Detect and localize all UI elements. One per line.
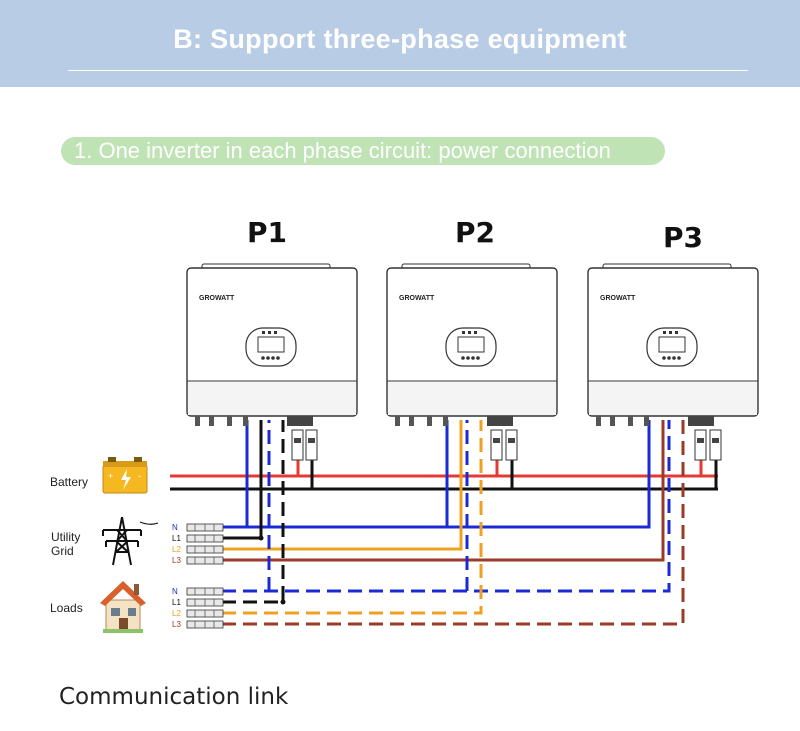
svg-text:GROWATT: GROWATT (399, 295, 435, 302)
load-terminal-N: N (172, 587, 178, 596)
utility-label-line2: Grid (51, 544, 74, 558)
transmission-tower-icon (102, 516, 159, 566)
header-banner: B: Support three-phase equipment (0, 0, 800, 87)
load-terminal-L3: L3 (172, 620, 181, 629)
house-icon (100, 581, 146, 633)
communication-link-heading: Communication link (59, 684, 289, 710)
battery-label: Battery (50, 475, 88, 489)
svg-text:GROWATT: GROWATT (199, 295, 235, 302)
battery-icon: + - (102, 457, 148, 494)
inverter-label-p2: P2 (455, 216, 495, 249)
page-title: B: Support three-phase equipment (173, 24, 627, 54)
header-divider (68, 70, 748, 71)
breaker-icon (291, 429, 722, 461)
utility-terminal-L3: L3 (172, 556, 181, 565)
utility-L2-line (222, 420, 463, 551)
utility-neutral-line (222, 420, 651, 529)
inverter-label-p1: P1 (247, 216, 287, 249)
utility-label-line1: Utility (51, 530, 80, 544)
load-neutral-line (222, 420, 671, 593)
load-terminal-L2: L2 (172, 609, 181, 618)
section-subtitle-pill: 1. One inverter in each phase circuit: p… (61, 137, 665, 165)
load-L2-line (222, 420, 483, 615)
inverter-p1: GROWATT (186, 263, 358, 426)
wiring (170, 420, 718, 626)
utility-terminal-N: N (172, 523, 178, 532)
svg-text:-: - (138, 471, 141, 481)
utility-L3-line (222, 420, 665, 562)
load-terminal-L1: L1 (172, 598, 181, 607)
section-subtitle: 1. One inverter in each phase circuit: p… (74, 138, 611, 163)
inverter-p2: GROWATT (386, 263, 558, 426)
svg-text:GROWATT: GROWATT (600, 295, 636, 302)
loads-label: Loads (50, 601, 83, 615)
load-L3-line (222, 420, 685, 626)
utility-L1-line (222, 420, 263, 540)
utility-terminal-L2: L2 (172, 545, 181, 554)
svg-text:+: + (108, 471, 113, 481)
inverter-p3: GROWATT (587, 263, 759, 426)
utility-terminal-L1: L1 (172, 534, 181, 543)
inverter-label-p3: P3 (663, 221, 703, 254)
load-L1-line (222, 420, 285, 604)
